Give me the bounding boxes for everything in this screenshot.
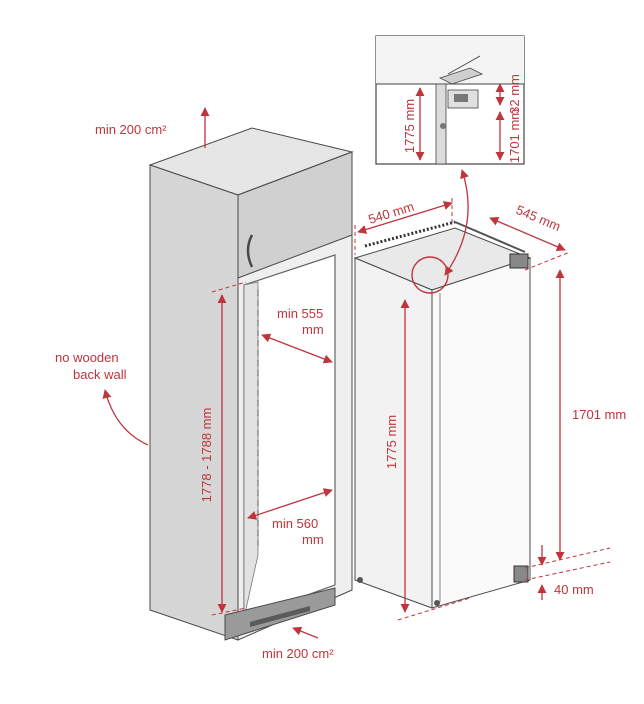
no-wooden-label-2: back wall xyxy=(73,367,127,382)
bottom-40-label: 40 mm xyxy=(554,582,594,597)
vent-top-label: min 200 cm² xyxy=(95,122,167,137)
depth-545-label: 545 mm xyxy=(514,202,563,234)
width-540-label: 540 mm xyxy=(366,199,415,227)
bottom-40-dimension: 40 mm xyxy=(524,545,611,600)
niche-height-dimension: 1778 - 1788 mm xyxy=(199,281,247,616)
detail-1701-label: 1701 mm xyxy=(507,109,522,163)
vent-top-annotation: min 200 cm² xyxy=(95,107,210,148)
min555-dimension: min 555 mm xyxy=(261,306,333,364)
refrigerator xyxy=(353,220,532,609)
height-1701-label: 1701 mm xyxy=(572,407,626,422)
no-wooden-label-1: no wooden xyxy=(55,350,119,365)
kitchen-cabinet xyxy=(148,127,354,641)
niche-height-label: 1778 - 1788 mm xyxy=(199,408,214,503)
vent-bottom-annotation: min 200 cm² xyxy=(262,626,334,661)
detail-32-label: 32 mm xyxy=(507,74,522,114)
no-wooden-back-wall-annotation: no wooden back wall xyxy=(55,350,149,446)
min555-label-1: min 555 xyxy=(277,306,323,321)
height-1775-dimension: 1775 mm xyxy=(384,299,471,621)
height-1701-dimension: 1701 mm xyxy=(524,251,626,569)
min560-label-2: mm xyxy=(302,532,324,547)
detail-1775-label: 1775 mm xyxy=(402,99,417,153)
min560-dimension: min 560 mm xyxy=(247,488,333,547)
height-1775-label: 1775 mm xyxy=(384,415,399,469)
min555-label-2: mm xyxy=(302,322,324,337)
vent-bottom-label: min 200 cm² xyxy=(262,646,334,661)
min560-label-1: min 560 xyxy=(272,516,318,531)
hinge-detail-inset: 1775 mm 32 mm 1701 mm xyxy=(375,35,525,165)
detail-connector-arrow xyxy=(444,169,469,276)
